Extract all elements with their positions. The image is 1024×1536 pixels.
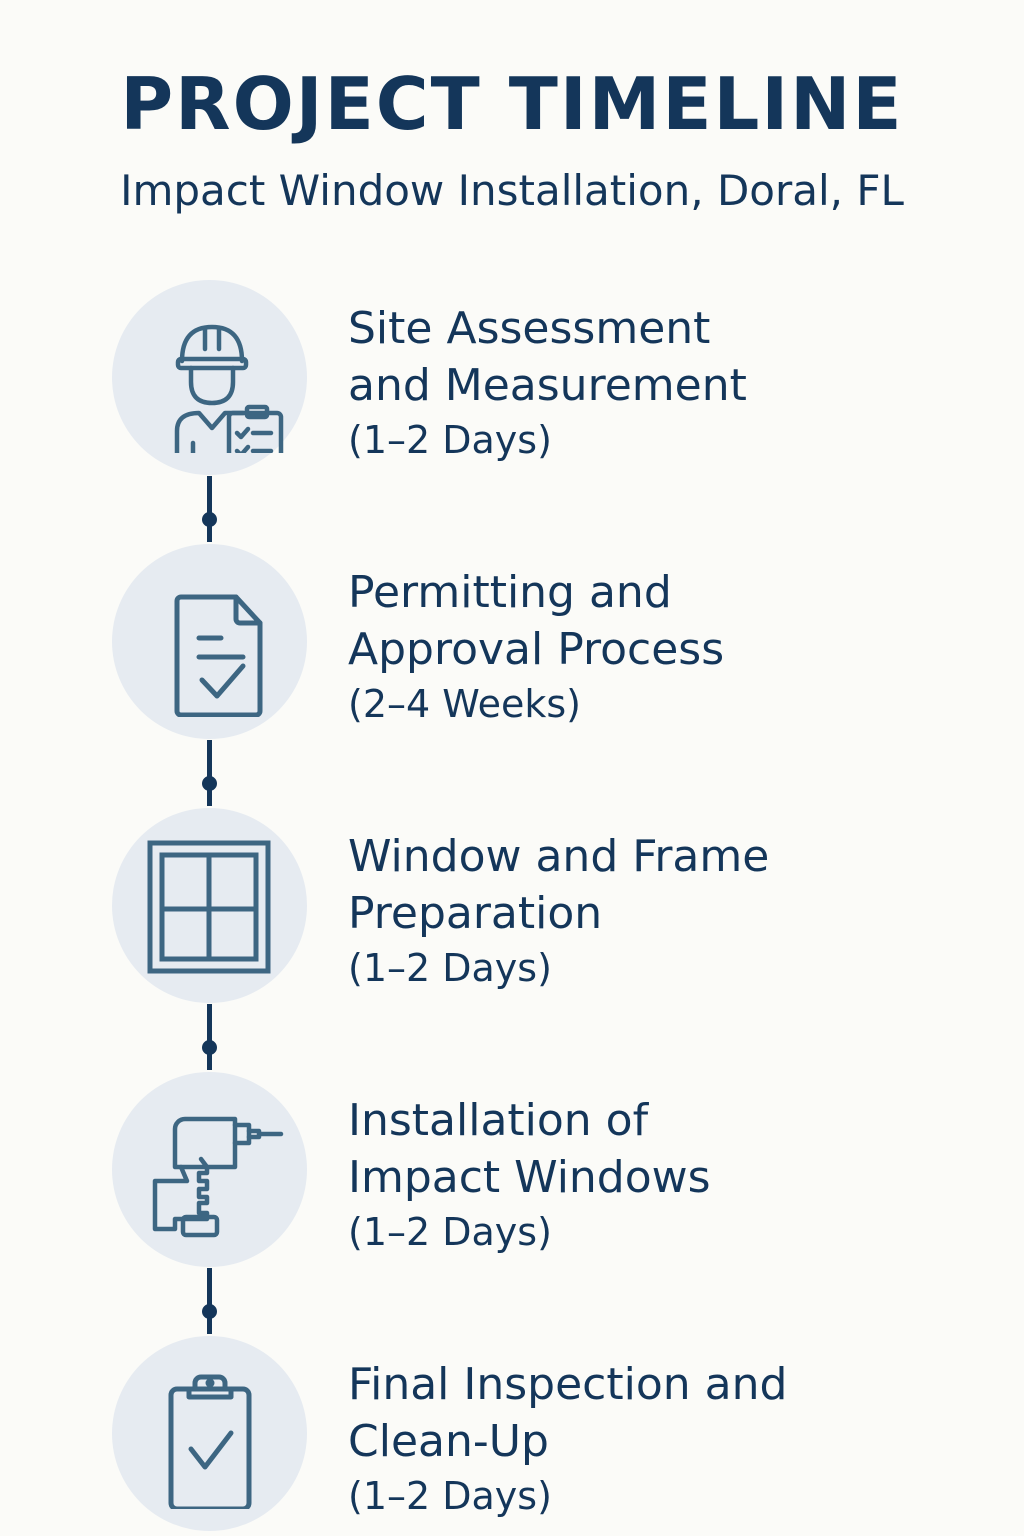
step-title-line1: Installation of bbox=[348, 1095, 649, 1146]
step-icon-circle bbox=[112, 280, 307, 475]
step-duration: (1–2 Days) bbox=[348, 418, 552, 462]
step-icon-circle bbox=[112, 808, 307, 1003]
timeline-step-window-preparation: Window and Frame Preparation (1–2 Days) bbox=[112, 808, 912, 1008]
document-check-icon bbox=[174, 594, 262, 717]
timeline-connector bbox=[207, 1004, 212, 1070]
step-title-line2: and Measurement bbox=[348, 360, 747, 411]
timeline-dot bbox=[202, 1304, 217, 1319]
window-frame-icon bbox=[147, 840, 270, 973]
step-icon-circle bbox=[112, 544, 307, 739]
hand-drill-icon bbox=[152, 1116, 283, 1237]
timeline-step-final-inspection: Final Inspection and Clean-Up (1–2 Days) bbox=[112, 1336, 912, 1536]
step-title-line1: Site Assessment bbox=[348, 303, 711, 354]
step-title-line2: Preparation bbox=[348, 888, 603, 939]
timeline-connector bbox=[207, 476, 212, 542]
timeline-connector bbox=[207, 1268, 212, 1334]
step-icon-circle bbox=[112, 1336, 307, 1531]
timeline-step-permitting: Permitting and Approval Process (2–4 Wee… bbox=[112, 544, 912, 744]
construction-worker-clipboard-icon bbox=[174, 324, 283, 453]
timeline-step-site-assessment: Site Assessment and Measurement (1–2 Day… bbox=[112, 280, 912, 480]
page-subtitle: Impact Window Installation, Doral, FL bbox=[120, 166, 904, 215]
step-duration: (1–2 Days) bbox=[348, 1474, 552, 1518]
step-title-line1: Permitting and bbox=[348, 567, 672, 618]
timeline-dot bbox=[202, 776, 217, 791]
timeline-step-installation: Installation of Impact Windows (1–2 Days… bbox=[112, 1072, 912, 1272]
clipboard-check-icon bbox=[168, 1374, 251, 1509]
step-duration: (1–2 Days) bbox=[348, 1210, 552, 1254]
step-icon-circle bbox=[112, 1072, 307, 1267]
step-title-line1: Final Inspection and bbox=[348, 1359, 788, 1410]
timeline-connector bbox=[207, 740, 212, 806]
step-title-line2: Clean-Up bbox=[348, 1416, 549, 1467]
step-duration: (1–2 Days) bbox=[348, 946, 552, 990]
step-title-line2: Impact Windows bbox=[348, 1152, 711, 1203]
step-title-line1: Window and Frame bbox=[348, 831, 770, 882]
timeline-dot bbox=[202, 1040, 217, 1055]
step-duration: (2–4 Weeks) bbox=[348, 682, 581, 726]
timeline-dot bbox=[202, 512, 217, 527]
step-title-line2: Approval Process bbox=[348, 624, 725, 675]
page-title: PROJECT TIMELINE bbox=[120, 62, 904, 146]
